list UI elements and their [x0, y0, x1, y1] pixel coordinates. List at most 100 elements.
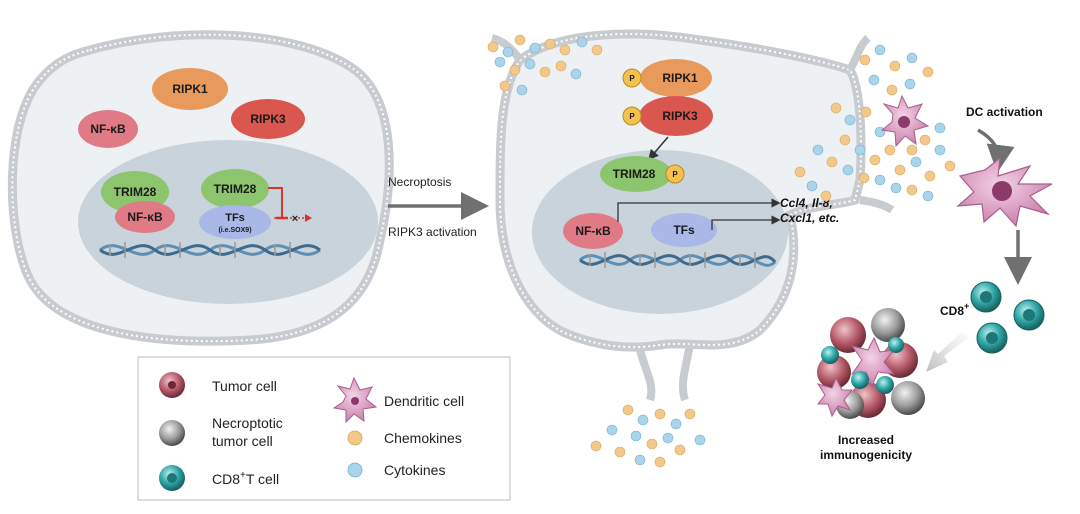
nfkb-right-label: NF-κB	[575, 224, 611, 238]
chemokine-particle	[646, 438, 658, 450]
chemokine-dot-icon	[347, 430, 363, 446]
chemokine-particle	[544, 38, 556, 50]
cytokine-particle	[694, 434, 706, 446]
cytokine-particle	[634, 454, 646, 466]
dc-activation-label: DC activation	[966, 105, 1043, 119]
trim28-b-label: TRIM28	[214, 182, 257, 196]
necroptosis-label: Necroptosis	[388, 175, 451, 189]
genes-line-1: Ccl4, Il-8,	[780, 196, 833, 210]
cytokine-particle	[662, 432, 674, 444]
chemokine-particle	[894, 164, 906, 176]
cytokine-particle	[934, 122, 946, 134]
phospho-tag-icon	[622, 68, 642, 88]
chemokine-particle	[830, 102, 842, 114]
ripk3-label: RIPK3	[250, 112, 286, 126]
chemokine-particle	[794, 166, 806, 178]
phospho-tag-icon	[622, 106, 642, 126]
infiltration-arrow	[926, 332, 968, 372]
tfs-left: TFs (i.e.SOX9)	[199, 205, 271, 239]
cytokine-particle	[516, 84, 528, 96]
cytokine-particle	[874, 44, 886, 56]
ripk3-activation-label: RIPK3 activation	[388, 225, 477, 239]
legend-chemokines-label: Chemokines	[384, 430, 462, 446]
cytokine-particle	[904, 78, 916, 90]
p-ripk3-protein: RIPK3 P	[622, 96, 713, 136]
legend-tumor-label: Tumor cell	[212, 378, 277, 394]
cytokine-particle	[529, 42, 541, 54]
tumor-cluster	[816, 308, 925, 419]
chemokine-particle	[487, 41, 499, 53]
ripk3-protein: RIPK3	[231, 99, 305, 139]
chemokine-particle	[555, 60, 567, 72]
cytokine-particle	[502, 46, 514, 58]
cytokine-particle	[890, 182, 902, 194]
cd8-t-cells	[970, 281, 1045, 354]
membrane-pore-top-right	[846, 34, 871, 72]
cytokine-particle	[906, 52, 918, 64]
chemokine-particle	[654, 408, 666, 420]
necroptotic-cell-icon	[159, 420, 185, 446]
nfkb-bound-label: NF-κB	[127, 210, 163, 224]
membrane-pore-bottom-left	[636, 348, 656, 402]
chemokine-particle	[826, 156, 838, 168]
chemokine-particle	[654, 456, 666, 468]
cd8-label: CD8+	[940, 301, 969, 318]
cytokine-particle	[842, 164, 854, 176]
p-tag-trim28: P	[672, 170, 678, 179]
chemokine-particle	[884, 144, 896, 156]
ripk3-to-trim28-arrow	[648, 136, 669, 161]
immature-dendritic-cell-icon	[880, 94, 930, 148]
legend-necroptotic-label-2: tumor cell	[212, 433, 273, 449]
chemokine-particle	[591, 44, 603, 56]
cytokine-particle	[806, 180, 818, 192]
inhibition-symbol: ×	[268, 187, 312, 225]
left-dna-helix	[99, 242, 321, 258]
chemokine-particle	[674, 444, 686, 456]
legend-cd8-t-cell: CD8+T cell	[159, 465, 279, 491]
ripk1-label: RIPK1	[172, 82, 208, 96]
dc-activation-arrow	[977, 128, 1015, 173]
nfkb-label: NF-κB	[90, 122, 126, 136]
chemokine-particle	[869, 154, 881, 166]
p-tag-ripk3: P	[629, 112, 635, 121]
legend-box	[137, 356, 511, 501]
chemokine-particle	[906, 184, 918, 196]
cytokine-particle	[922, 190, 934, 202]
chemokine-particle	[622, 404, 634, 416]
tfs-note-label: (i.e.SOX9)	[218, 227, 251, 234]
cytokine-particle	[524, 58, 536, 70]
legend-cytokines-label: Cytokines	[384, 462, 445, 478]
nfkb-bound: NF-κB	[115, 201, 175, 233]
legend-necroptotic-cell: Necroptotic tumor cell	[159, 415, 283, 449]
cytokine-particle	[494, 56, 506, 68]
chemokine-particle	[820, 190, 832, 202]
chemokine-particle	[509, 64, 521, 76]
nfkb-transcription-arrow	[617, 198, 781, 222]
chemokine-particle	[858, 172, 870, 184]
phospho-tag-icon	[665, 164, 685, 184]
chemokine-particle	[922, 66, 934, 78]
chemokine-particle	[499, 80, 511, 92]
chemokine-particle	[859, 54, 871, 66]
blocked-x-icon: ×	[292, 213, 298, 225]
cytokine-particle	[576, 36, 588, 48]
trim28-complex-b: TRIM28	[201, 169, 269, 209]
cytokine-particle	[812, 144, 824, 156]
chemokine-particle	[944, 160, 956, 172]
membrane-pore-right	[859, 196, 895, 214]
cytokine-particle	[934, 144, 946, 156]
chemokine-particle	[539, 66, 551, 78]
activated-dendritic-cell-icon	[956, 156, 1053, 228]
trim28-a-label: TRIM28	[114, 185, 157, 199]
cytokine-particle	[854, 144, 866, 156]
chemokine-particle	[924, 170, 936, 182]
right-necroptotic-cell: RIPK1 P RIPK3 P TRIM28 P NF-κB TFs Ccl4,…	[490, 29, 895, 402]
left-tumor-cell: RIPK1 RIPK3 NF-κB TRIM28 NF-κB TRIM28 TF…	[7, 30, 394, 346]
p-ripk3-label: RIPK3	[662, 109, 698, 123]
cytokine-particle	[670, 418, 682, 430]
p-ripk1-protein: RIPK1 P	[622, 59, 712, 97]
chemokine-particle	[590, 440, 602, 452]
chemokine-particle	[860, 106, 872, 118]
nfkb-free: NF-κB	[78, 110, 138, 148]
